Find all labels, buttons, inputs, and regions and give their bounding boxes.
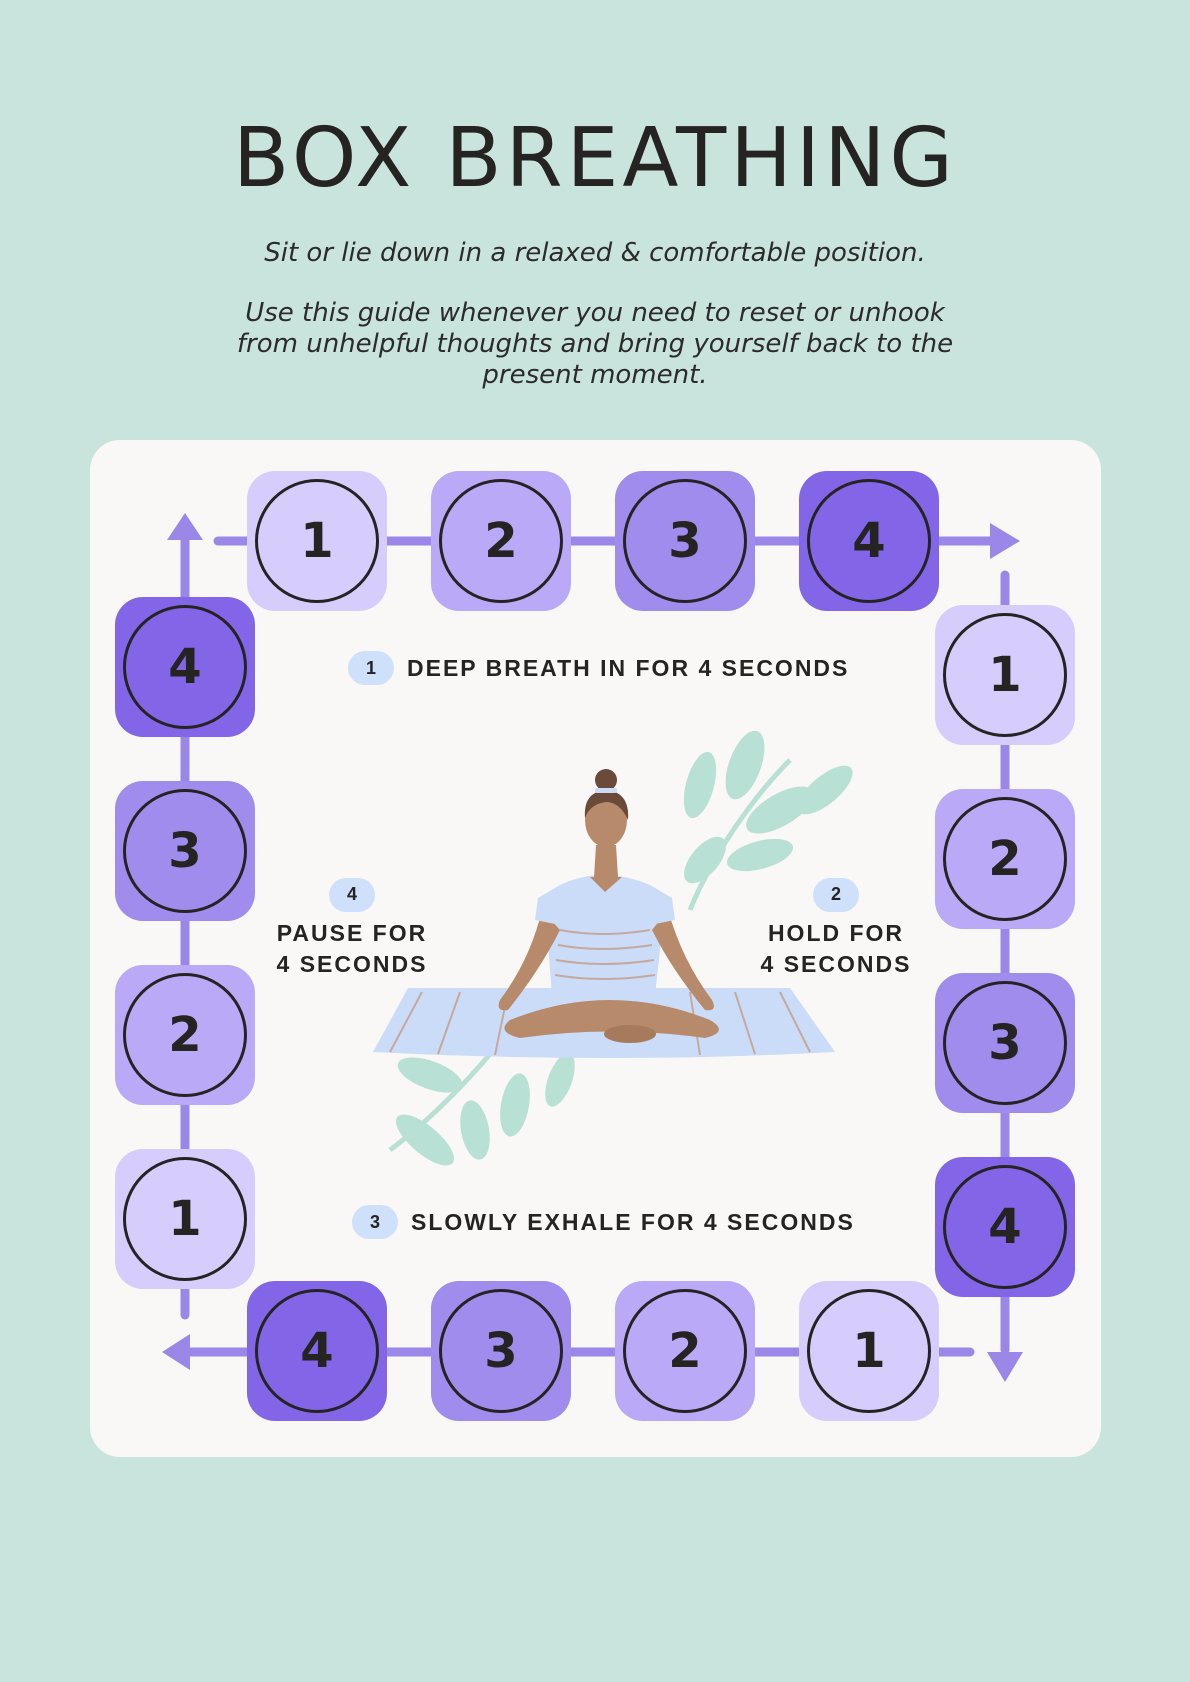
step-number: 3: [623, 479, 747, 603]
instruction-pause: 4 PAUSE FOR 4 SECONDS: [252, 877, 452, 980]
description: Use this guide whenever you need to rese…: [236, 298, 954, 390]
step-number: 2: [943, 797, 1067, 921]
instruction-text: SLOWLY EXHALE FOR 4 SECONDS: [411, 1208, 855, 1235]
right-step-2-tile: 2: [935, 789, 1075, 929]
instruction-inhale: 1 DEEP BREATH IN FOR 4 SECONDS: [348, 651, 849, 685]
step-number: 2: [439, 479, 563, 603]
step-number: 4: [255, 1289, 379, 1413]
step-badge: 2: [813, 877, 859, 912]
top-step-1-tile: 1: [247, 471, 387, 611]
step-badge: 3: [352, 1205, 398, 1239]
instruction-exhale: 3 SLOWLY EXHALE FOR 4 SECONDS: [352, 1205, 855, 1239]
step-number: 4: [123, 605, 247, 729]
step-number: 3: [943, 981, 1067, 1105]
top-step-4-tile: 4: [799, 471, 939, 611]
leaves-top-icon: [683, 730, 853, 911]
step-number: 4: [807, 479, 931, 603]
arrow-right-icon: [990, 523, 1020, 559]
step-badge: 4: [329, 877, 375, 912]
bottom-step-1-tile: 1: [799, 1281, 939, 1421]
bottom-step-4-tile: 4: [247, 1281, 387, 1421]
step-number: 1: [255, 479, 379, 603]
arrow-down-icon: [987, 1352, 1023, 1382]
left-step-4-tile: 4: [115, 597, 255, 737]
step-number: 3: [439, 1289, 563, 1413]
right-step-3-tile: 3: [935, 973, 1075, 1113]
step-number: 2: [123, 973, 247, 1097]
left-step-2-tile: 2: [115, 965, 255, 1105]
left-step-3-tile: 3: [115, 781, 255, 921]
step-number: 1: [807, 1289, 931, 1413]
right-step-4-tile: 4: [935, 1157, 1075, 1297]
page-title: BOX BREATHING: [233, 111, 957, 206]
leaves-bottom-icon: [388, 1028, 575, 1166]
top-step-2-tile: 2: [431, 471, 571, 611]
instruction-hold: 2 HOLD FOR 4 SECONDS: [736, 877, 936, 980]
step-number: 3: [123, 789, 247, 913]
bottom-step-2-tile: 2: [615, 1281, 755, 1421]
arrow-left-icon: [162, 1334, 190, 1370]
top-step-3-tile: 3: [615, 471, 755, 611]
subtitle: Sit or lie down in a relaxed & comfortab…: [264, 238, 926, 268]
bottom-step-3-tile: 3: [431, 1281, 571, 1421]
step-number: 2: [623, 1289, 747, 1413]
step-number: 1: [123, 1157, 247, 1281]
instruction-text: DEEP BREATH IN FOR 4 SECONDS: [407, 654, 850, 681]
step-badge: 1: [348, 651, 394, 685]
instruction-text: PAUSE FOR 4 SECONDS: [276, 919, 428, 977]
step-number: 4: [943, 1165, 1067, 1289]
right-step-1-tile: 1: [935, 605, 1075, 745]
breathing-guide-card: 1 2 3 4 1 2 3 4 4 3 2 1 4 3 2 1 1 DEEP B…: [90, 440, 1101, 1457]
left-step-1-tile: 1: [115, 1149, 255, 1289]
arrow-up-icon: [167, 513, 203, 540]
meditating-person-icon: [498, 769, 719, 1043]
meditation-illustration: [373, 730, 853, 1166]
step-number: 1: [943, 613, 1067, 737]
instruction-text: HOLD FOR 4 SECONDS: [760, 919, 912, 977]
